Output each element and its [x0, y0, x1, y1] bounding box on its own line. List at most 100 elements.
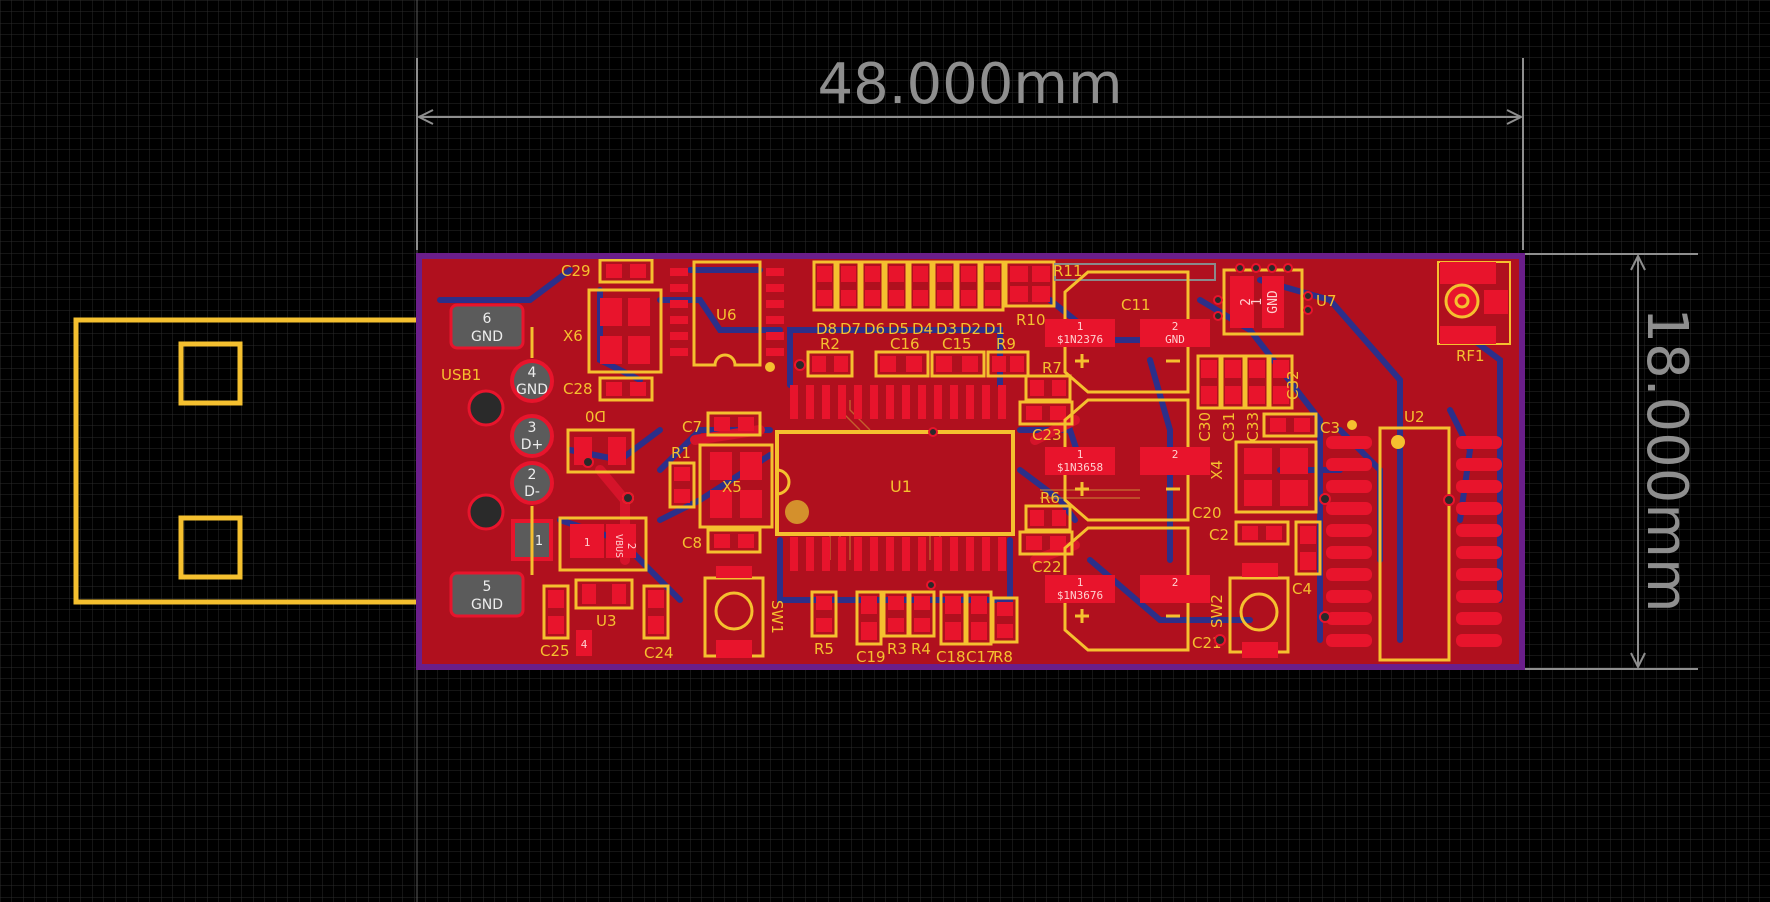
svg-text:RF1: RF1: [1456, 347, 1485, 365]
svg-text:4: 4: [581, 638, 588, 651]
component-C7[interactable]: C7: [682, 411, 762, 437]
component-U6[interactable]: U6: [670, 260, 784, 372]
component-R3[interactable]: R3: [882, 590, 910, 658]
component-C24[interactable]: C24: [642, 584, 674, 662]
component-SW2[interactable]: SW2: [1208, 563, 1290, 658]
dimension-height-label: 18.000mm: [1634, 307, 1699, 612]
component-R4[interactable]: R4: [908, 590, 936, 658]
component-C30-C33[interactable]: C30 C31 C33 C32: [1196, 354, 1302, 442]
svg-text:C17: C17: [966, 648, 996, 666]
svg-text:R2: R2: [820, 335, 840, 353]
component-X4[interactable]: X4: [1208, 440, 1318, 514]
component-C25[interactable]: C25: [540, 584, 570, 660]
svg-text:R6: R6: [1040, 489, 1060, 507]
component-R6[interactable]: R6: [1024, 489, 1072, 532]
usb-pin-6-pad[interactable]: [449, 303, 525, 350]
led-label-D8: D8: [816, 320, 837, 338]
svg-text:X6: X6: [563, 327, 583, 345]
label-C32: C32: [1284, 370, 1302, 400]
usb-pin-5-pad[interactable]: [449, 571, 525, 618]
vias: [582, 359, 1455, 646]
component-R5[interactable]: R5: [810, 590, 838, 658]
component-C28[interactable]: C28: [563, 376, 654, 402]
component-R1[interactable]: R1: [668, 444, 696, 509]
svg-text:C7: C7: [682, 418, 702, 436]
svg-text:C8: C8: [682, 534, 702, 552]
svg-text:2: 2: [625, 543, 638, 550]
usb-pin-1-num: 1: [535, 534, 543, 549]
component-R8[interactable]: R8: [991, 596, 1019, 666]
component-R10[interactable]: R10: [1004, 260, 1056, 329]
svg-text:C25: C25: [540, 642, 570, 660]
component-X5[interactable]: X5: [698, 443, 774, 529]
svg-text:1: 1: [1077, 320, 1084, 333]
usb-pin-4-num: 4: [528, 365, 537, 381]
component-U1[interactable]: U1: [775, 385, 1015, 571]
component-C20[interactable]: 1 $1N3658 2 C20: [1045, 398, 1222, 522]
usb-pin-3-pad[interactable]: [510, 414, 554, 458]
usb-connector[interactable]: C29 USB1 6 GND 5 GND 4 GND 3 D+ 2 D- 1: [73, 303, 634, 618]
svg-text:U3: U3: [596, 612, 617, 630]
label-C31: C31: [1220, 412, 1238, 442]
component-C15[interactable]: C15: [930, 335, 986, 378]
svg-text:D0: D0: [585, 407, 606, 425]
dimension-width[interactable]: [416, 58, 1524, 250]
led-label-D3: D3: [936, 320, 957, 338]
board-outline[interactable]: [416, 253, 1525, 670]
u1-pads-top: [790, 385, 1006, 419]
led-label-D5: D5: [888, 320, 909, 338]
component-C16[interactable]: C16: [874, 335, 930, 378]
dimension-height[interactable]: [1525, 253, 1698, 670]
mount-hole-bottom: [467, 493, 505, 531]
component-C19[interactable]: C19: [855, 590, 886, 666]
usb-pin-4-pad[interactable]: [510, 359, 554, 403]
component-U7[interactable]: 2 1 GND U7: [1213, 263, 1337, 336]
svg-text:C3: C3: [1320, 419, 1340, 437]
component-SW1[interactable]: SW1: [703, 566, 786, 658]
svg-text:2: 2: [1239, 298, 1254, 306]
component-C8[interactable]: C8: [682, 528, 762, 554]
component-C23[interactable]: C23: [1018, 400, 1074, 444]
component-C18[interactable]: C18: [936, 590, 967, 666]
led-array[interactable]: D8 D7 D6 D5 D4 D3 D2 D1: [812, 260, 1005, 338]
component-C22[interactable]: C22: [1018, 530, 1074, 576]
component-R2[interactable]: R2: [806, 335, 854, 378]
svg-text:R7: R7: [1042, 359, 1062, 377]
svg-text:$1N3658: $1N3658: [1057, 461, 1103, 474]
component-X6[interactable]: X6: [563, 288, 663, 374]
led-label-D7: D7: [840, 320, 861, 338]
component-C21[interactable]: 1 $1N3676 2 C21: [1045, 526, 1222, 652]
svg-text:C16: C16: [890, 335, 920, 353]
svg-text:C11: C11: [1121, 296, 1151, 314]
svg-text:C15: C15: [942, 335, 972, 353]
svg-text:GND: GND: [1266, 290, 1281, 314]
component-C2[interactable]: C2: [1209, 520, 1290, 546]
svg-text:VBUS: VBUS: [613, 534, 624, 558]
component-C4[interactable]: C4: [1292, 520, 1322, 598]
svg-text:1: 1: [1077, 448, 1084, 461]
svg-text:U7: U7: [1316, 292, 1337, 310]
component-U3[interactable]: 1 2 VBUS 4 U3: [558, 516, 648, 656]
component-U2[interactable]: U2: [1326, 408, 1502, 662]
svg-text:R5: R5: [814, 640, 834, 658]
component-C3[interactable]: C3: [1262, 412, 1357, 438]
svg-text:R3: R3: [887, 640, 907, 658]
usb-pin-5-num: 5: [483, 579, 492, 595]
component-C11[interactable]: 1 $1N2376 2 GND C11: [1045, 270, 1210, 394]
svg-text:GND: GND: [1165, 333, 1185, 346]
svg-text:C4: C4: [1292, 580, 1312, 598]
component-R9[interactable]: R9: [986, 335, 1030, 378]
component-C29[interactable]: C29: [561, 258, 654, 284]
led-label-D2: D2: [960, 320, 981, 338]
label-C30: C30: [1196, 412, 1214, 442]
usb-pin-2-pad[interactable]: [510, 461, 554, 505]
component-RF1[interactable]: RF1: [1437, 261, 1511, 365]
component-C17[interactable]: C17: [965, 590, 996, 666]
component-R7[interactable]: R7: [1024, 359, 1072, 402]
svg-text:U1: U1: [890, 477, 912, 496]
svg-text:2: 2: [1172, 448, 1179, 461]
led-label-D6: D6: [864, 320, 885, 338]
component-R11[interactable]: R11: [1053, 262, 1216, 281]
